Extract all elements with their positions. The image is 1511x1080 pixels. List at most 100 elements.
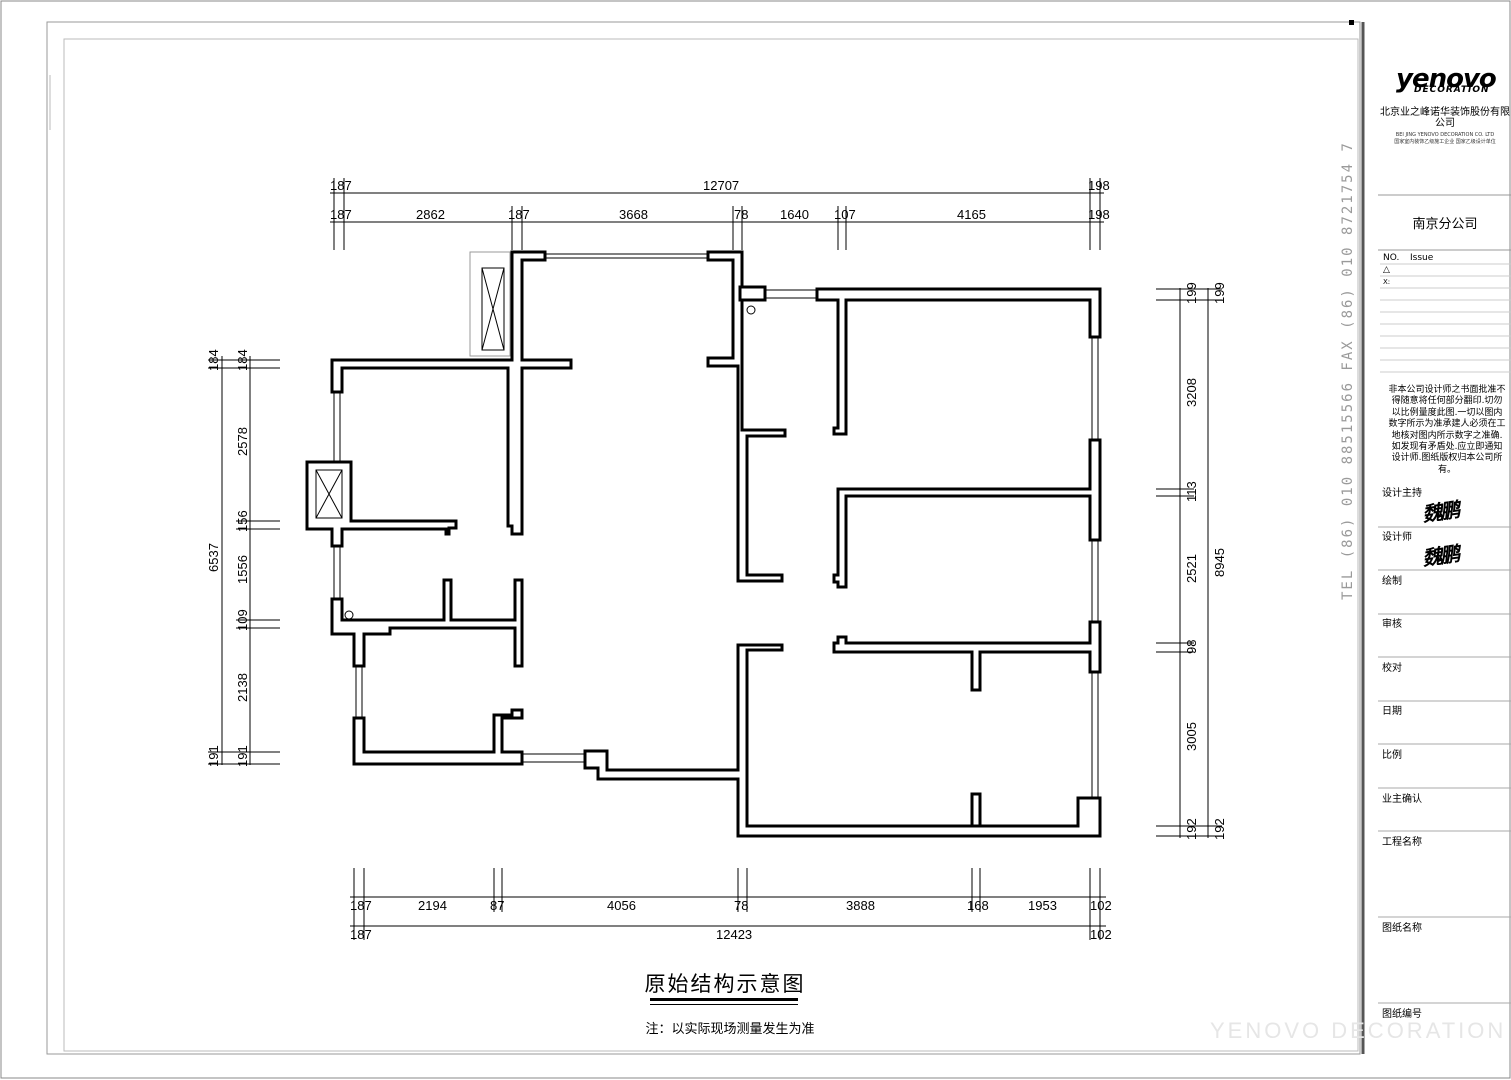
dim-label: 191 (235, 745, 250, 767)
top-dimension-overall: 187 12707 198 (330, 178, 1110, 193)
dim-label: 12707 (703, 178, 739, 193)
wall-right-top (815, 287, 1102, 436)
dim-label: 199 (1184, 282, 1199, 304)
corner-mark (1349, 20, 1354, 25)
dim-label: 199 (1212, 282, 1227, 304)
dim-label: 2521 (1184, 554, 1199, 583)
dim-label: 168 (967, 898, 989, 913)
dim-label: 187 (330, 207, 352, 222)
company-qualification: 国家室内装饰乙级施工企业 国家乙级设计单位 (1394, 139, 1496, 145)
dim-label: 4165 (957, 207, 986, 222)
dimension-lines (221, 192, 1209, 927)
frame-border (63, 38, 1359, 1052)
drawing-note: 注：以实际现场测量发生为准 (645, 1022, 815, 1037)
dim-label: 2578 (235, 427, 250, 456)
wall-upper-left (330, 250, 573, 536)
dim-label: 192 (1212, 818, 1227, 840)
dim-label: 2194 (418, 898, 447, 913)
issue-rows (1380, 263, 1511, 373)
field-drawing-number: 图纸编号 (1382, 1009, 1422, 1020)
dim-label: 3208 (1184, 378, 1199, 407)
inner-border (46, 21, 1361, 1055)
wall-left-shaft (305, 460, 458, 548)
field-review: 审核 (1382, 619, 1402, 630)
signature-designer: 魏鹏 (1420, 541, 1460, 571)
dim-label: 198 (1088, 207, 1110, 222)
pipe-icon (746, 305, 756, 315)
field-scale: 比例 (1382, 750, 1402, 761)
wall-bottom-left (352, 708, 524, 766)
issue-triangle-icon: △ (1383, 265, 1390, 275)
dim-label: 2862 (416, 207, 445, 222)
field-drawn-by: 绘制 (1382, 576, 1402, 587)
dimension-ticks (208, 178, 1222, 940)
issue-x-label: X: (1383, 278, 1391, 286)
dim-label: 156 (235, 510, 250, 532)
dim-label: 3668 (619, 207, 648, 222)
dim-label: 198 (1088, 178, 1110, 193)
windows (333, 253, 1099, 798)
pipe-icon (344, 610, 354, 620)
field-design-lead: 设计主持 (1382, 488, 1422, 499)
dim-label: 87 (490, 898, 504, 913)
copyright-notice: 非本公司设计师之书面批准不得随意将任何部分翻印.切勿以比例量度此图.一切以图内数… (1388, 385, 1506, 475)
dim-label: 113 (1184, 481, 1199, 502)
dim-label: 184 (235, 349, 250, 371)
contact-vertical-text: TEL (86) 010 88515566 FAX (86) 010 87217… (1340, 141, 1356, 600)
dim-label: 78 (734, 898, 748, 913)
field-owner-confirm: 业主确认 (1382, 794, 1422, 805)
dim-label: 107 (834, 207, 856, 222)
dim-label: 102 (1090, 927, 1112, 942)
field-project-name: 工程名称 (1382, 837, 1422, 848)
issue-label: Issue (1410, 253, 1434, 263)
field-designer: 设计师 (1382, 532, 1412, 543)
wall-center-lower (583, 643, 1102, 838)
dim-label: 191 (206, 745, 221, 767)
issue-no-label: NO. (1383, 253, 1400, 263)
wall-window-stub (738, 285, 767, 302)
company-name-en-line: BEI JING YENOVO DECORATION CO. LTD (1395, 132, 1495, 138)
field-rows (1378, 526, 1511, 1004)
dim-label: 78 (734, 207, 748, 222)
dim-label: 187 (350, 927, 372, 942)
dim-label: 6537 (206, 543, 221, 572)
dim-label: 4056 (607, 898, 636, 913)
top-dimension-segments: 187 2862 187 3668 78 1640 107 4165 198 (330, 207, 1110, 222)
bottom-dimension-segments: 187 2194 87 4056 78 3888 168 1953 102 (350, 898, 1112, 913)
company-name-cn: 北京业之峰诺华装饰股份有限公司 (1380, 107, 1510, 129)
signature-design-lead: 魏鹏 (1420, 497, 1460, 527)
shafts (315, 251, 511, 519)
right-dimensions: 199 3208 113 2521 98 3005 192 199 8945 1… (1184, 282, 1227, 840)
dim-label: 2138 (235, 673, 250, 702)
dim-label: 3005 (1184, 722, 1199, 751)
branch-name: 南京分公司 (1412, 217, 1478, 232)
drawing-title: 原始结构示意图 (644, 972, 806, 996)
title-underline-thin (650, 1004, 798, 1005)
dim-label: 1556 (235, 555, 250, 584)
wall-center-upper (706, 250, 787, 583)
dim-label: 1953 (1028, 898, 1057, 913)
title-block-lines (1378, 194, 1511, 251)
wall-right-lower (832, 620, 1102, 692)
dim-label: 187 (330, 178, 352, 193)
dim-label: 12423 (716, 927, 752, 942)
dim-label: 187 (350, 898, 372, 913)
wall-right-stub (970, 792, 982, 828)
dim-label: 102 (1090, 898, 1112, 913)
dim-label: 1640 (780, 207, 809, 222)
title-underline (650, 998, 798, 1001)
company-logo: yenovo (1396, 64, 1497, 94)
dim-label: 98 (1184, 640, 1199, 654)
dim-label: 184 (206, 349, 221, 371)
field-date: 日期 (1382, 706, 1402, 717)
wall-right-middle (832, 438, 1102, 589)
walls (305, 250, 1102, 838)
left-dimensions: 6537 184 184 2578 156 1556 109 2138 191 … (206, 349, 250, 767)
company-name-en: BEI JING YENOVO DECORATION CO. LTD 国家室内装… (1380, 132, 1510, 146)
dim-label: 192 (1184, 818, 1199, 840)
wall-lower-left (330, 578, 524, 668)
dim-label: 8945 (1212, 548, 1227, 577)
